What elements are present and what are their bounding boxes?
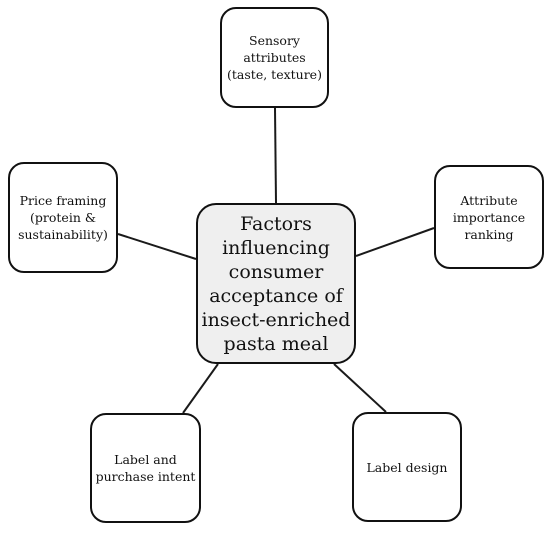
central-topic-label: Factors influencing consumer acceptance … [201,212,351,355]
factor-label-label-design: Label design [366,459,448,475]
connector-label-purchase [182,363,219,414]
factor-box-price-framing: Price framing (protein & sustainability) [8,162,118,273]
factor-label-label-purchase-intent: Label and purchase intent [95,452,196,484]
connector-price [117,233,197,260]
factor-box-label-purchase-intent: Label and purchase intent [90,413,201,523]
factor-box-attribute-importance: Attribute importance ranking [434,165,544,269]
factor-label-price-framing: Price framing (protein & sustainability) [18,193,108,242]
factor-label-sensory-attributes: Sensory attributes (taste, texture) [227,33,322,82]
factor-box-sensory-attributes: Sensory attributes (taste, texture) [220,7,329,108]
connector-attribute [355,227,435,257]
connector-label-design [333,363,387,413]
central-topic-box: Factors influencing consumer acceptance … [196,203,356,364]
factor-label-attribute-importance: Attribute importance ranking [452,192,526,242]
connector-sensory [274,107,277,204]
factor-box-label-design: Label design [352,412,462,522]
